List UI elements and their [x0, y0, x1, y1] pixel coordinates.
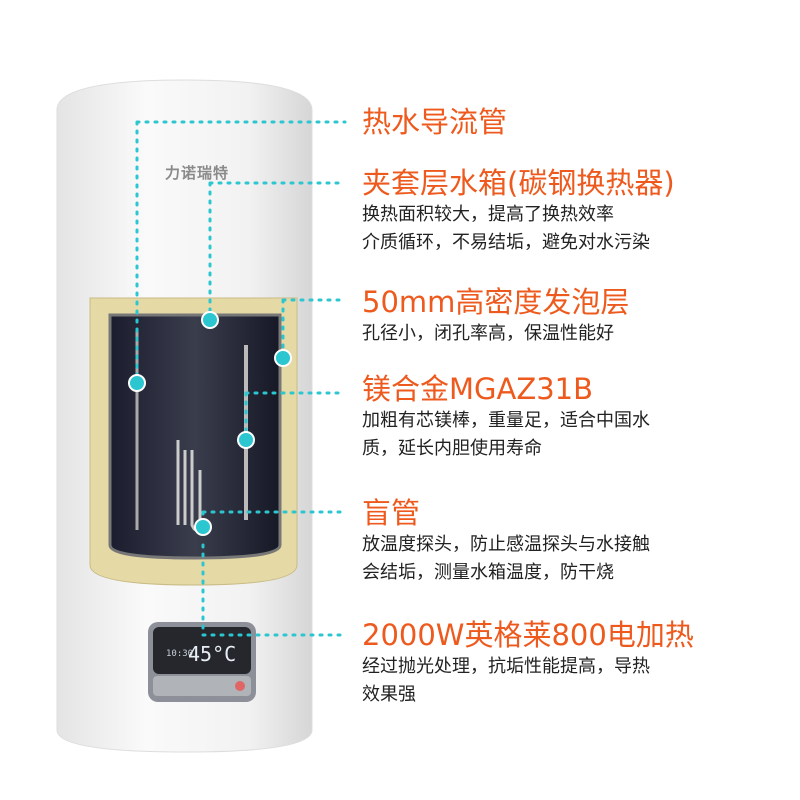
leader-dots	[128, 311, 292, 536]
callout-desc: 会结垢，测量水箱温度，防干烧	[362, 562, 614, 583]
callout-title: 镁合金MGAZ31B	[362, 372, 593, 406]
display-temperature: 45°C	[188, 642, 237, 666]
brand-logo: 力诺瑞特	[165, 164, 230, 182]
callout-desc: 孔径小，闭孔率高，保温性能好	[362, 323, 614, 344]
display-time: 10:30	[166, 649, 194, 659]
callout-desc: 效果强	[362, 684, 416, 705]
callout-blind-pipe: 盲管 放温度探头，防止感温探头与水接触 会结垢，测量水箱温度，防干烧	[362, 495, 650, 587]
callout-magnesium-rod: 镁合金MGAZ31B 加粗有芯镁棒，重量足，适合中国水 质，延长内胆使用寿命	[362, 371, 650, 463]
heater-body	[56, 79, 313, 753]
callout-title: 夹套层水箱(碳钢换热器)	[362, 166, 675, 200]
callout-desc: 介质循环，不易结垢，避免对水污染	[362, 232, 650, 253]
callout-desc: 放温度探头，防止感温探头与水接触	[362, 534, 650, 555]
callout-jacket-tank: 夹套层水箱(碳钢换热器) 换热面积较大，提高了换热效率 介质循环，不易结垢，避免…	[362, 165, 675, 257]
callout-desc: 质，延长内胆使用寿命	[362, 438, 542, 459]
inner-tank	[108, 313, 282, 560]
callout-hot-water-pipe: 热水导流管	[362, 104, 507, 140]
callout-title: 50mm高密度发泡层	[362, 285, 630, 319]
callout-title: 2000W英格莱800电加热	[362, 618, 694, 652]
callout-heating-element: 2000W英格莱800电加热 经过抛光处理，抗垢性能提高，导热 效果强	[362, 617, 694, 709]
callout-desc: 经过抛光处理，抗垢性能提高，导热	[362, 656, 650, 677]
callout-desc: 换热面积较大，提高了换热效率	[362, 204, 614, 225]
callout-title: 盲管	[362, 496, 421, 530]
callout-foam-layer: 50mm高密度发泡层 孔径小，闭孔率高，保温性能好	[362, 284, 629, 348]
callout-desc: 加粗有芯镁棒，重量足，适合中国水	[362, 410, 650, 431]
callout-title: 热水导流管	[362, 105, 508, 139]
